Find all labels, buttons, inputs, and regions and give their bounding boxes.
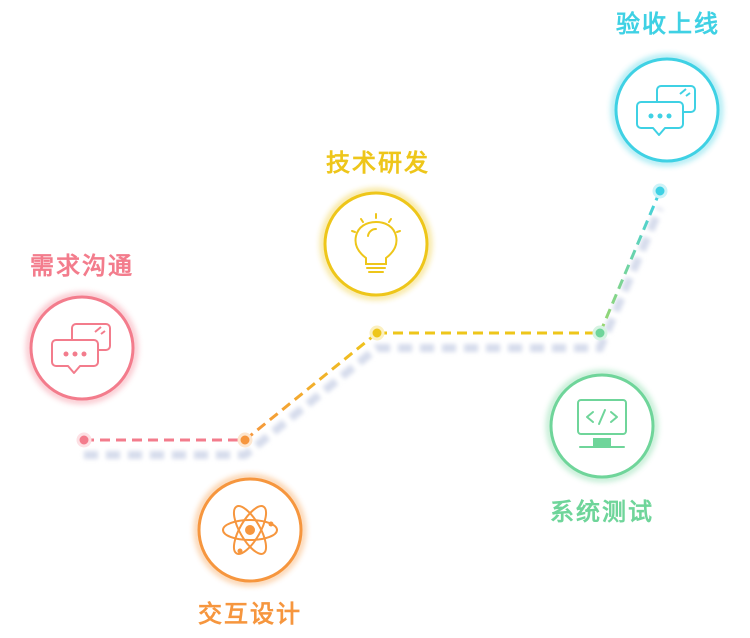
chat-bubbles-icon <box>51 323 111 374</box>
path-node-4 <box>592 325 608 341</box>
path-node-1 <box>76 432 92 448</box>
step-acceptance-launch: 验收上线 <box>611 10 723 166</box>
step-development-label: 技术研发 <box>326 149 430 177</box>
step-interaction-design-label: 交互设计 <box>198 600 302 628</box>
step-system-test: 系统测试 <box>546 370 658 526</box>
path-node-2 <box>237 432 253 448</box>
step-development: 技术研发 <box>320 149 432 300</box>
path-node-5 <box>652 183 668 199</box>
path-segment-2 <box>244 331 378 442</box>
step-requirements-label: 需求沟通 <box>30 252 134 280</box>
step-development-circle <box>323 191 429 297</box>
step-system-test-label: 系统测试 <box>550 498 654 526</box>
step-requirements: 需求沟通 <box>26 252 138 404</box>
lightbulb-icon <box>351 213 401 273</box>
chat-bubbles-icon <box>636 85 696 136</box>
code-monitor-icon <box>577 399 627 448</box>
path-node-3 <box>369 325 385 341</box>
step-system-test-circle <box>549 373 655 479</box>
step-acceptance-launch-label: 验收上线 <box>616 10 720 38</box>
atom-icon <box>222 505 278 555</box>
step-interaction-design: 交互设计 <box>194 474 306 628</box>
path-shadow <box>84 206 664 459</box>
path-segment-4 <box>598 190 662 334</box>
